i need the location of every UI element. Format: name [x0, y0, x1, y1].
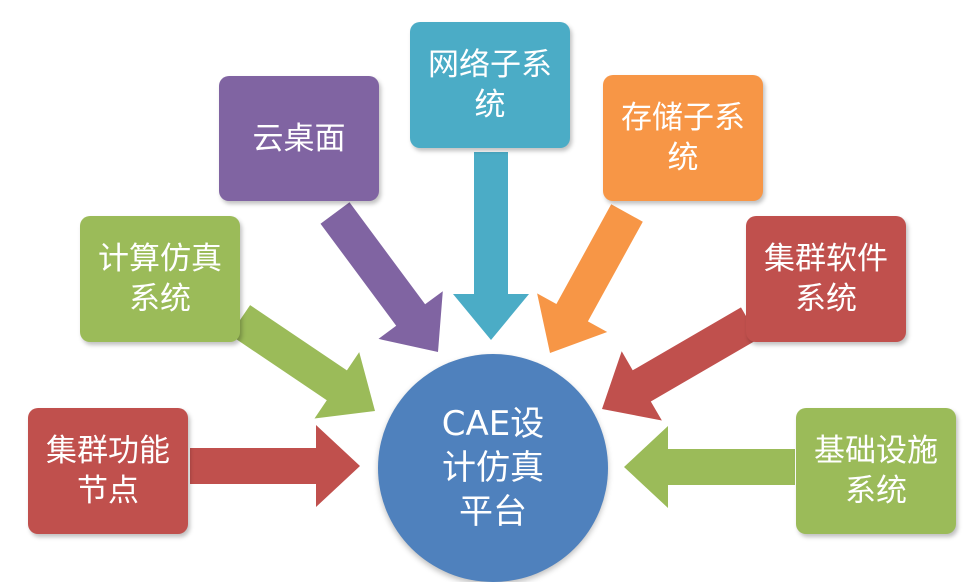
arrow-cloud-desktop — [320, 202, 443, 352]
arrow-infrastructure — [624, 426, 795, 508]
arrow-storage — [537, 204, 643, 353]
arrow-cluster-software — [602, 307, 759, 421]
node-cluster-nodes: 集群功能 节点 — [28, 408, 188, 534]
node-cluster-software: 集群软件 系统 — [746, 216, 906, 342]
hub-circle: CAE设 计仿真 平台 — [378, 354, 608, 582]
node-simulation: 计算仿真 系统 — [80, 216, 240, 342]
node-label: 存储子系 统 — [621, 100, 745, 176]
node-label: 集群软件 系统 — [764, 241, 888, 317]
node-storage: 存储子系 统 — [603, 75, 763, 201]
node-label: 网络子系 统 — [428, 47, 552, 123]
arrow-simulation — [229, 305, 375, 419]
arrow-network — [453, 152, 529, 340]
node-label: 集群功能 节点 — [46, 433, 170, 509]
arrow-cluster-nodes — [190, 425, 360, 507]
hub-label: CAE设 计仿真 平台 — [441, 404, 545, 532]
node-infrastructure: 基础设施 系统 — [796, 408, 956, 534]
node-label: 基础设施 系统 — [814, 433, 938, 509]
node-cloud-desktop: 云桌面 — [219, 76, 379, 201]
node-network: 网络子系 统 — [410, 22, 570, 148]
node-label: 云桌面 — [252, 120, 346, 157]
node-label: 计算仿真 系统 — [98, 241, 222, 317]
